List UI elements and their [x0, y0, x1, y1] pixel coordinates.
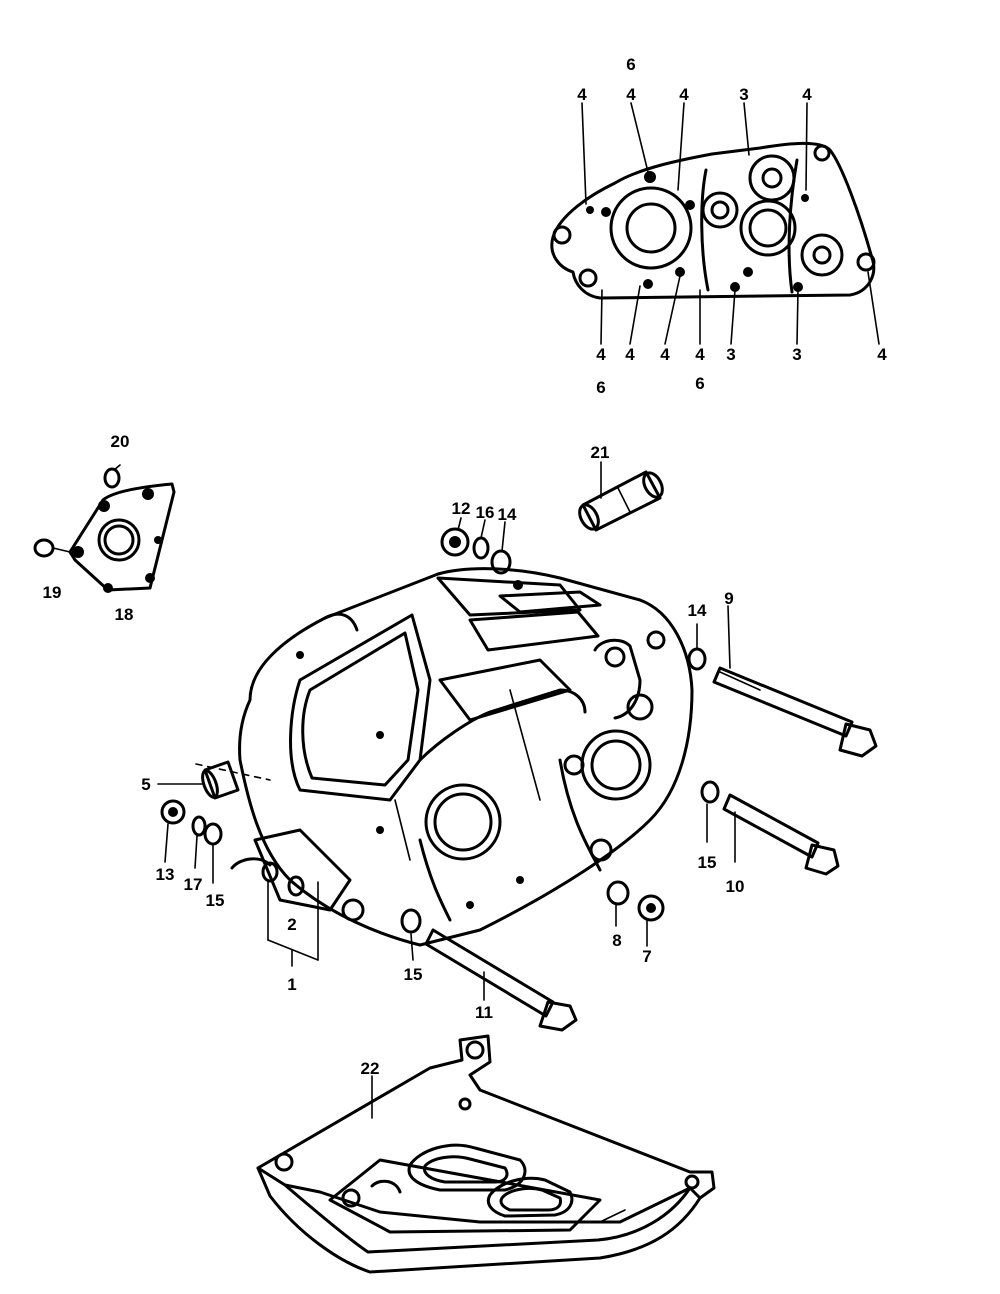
label-part-13: 13: [156, 865, 175, 884]
label-part-7: 7: [642, 947, 651, 966]
label-upper-bottom-4b: 4: [625, 345, 635, 364]
label-part-1: 1: [287, 975, 296, 994]
dowel-pin-part-21: [578, 461, 664, 532]
dowel-set-parts-1-2: [261, 861, 319, 967]
label-part-5: 5: [141, 775, 150, 794]
label-upper-bottom-6b: 6: [695, 374, 704, 393]
label-upper-bottom-4c: 4: [660, 345, 670, 364]
label-part-16: 16: [476, 503, 495, 522]
nut-washer-parts-7-8: [606, 880, 665, 947]
bolt-part-10: [700, 780, 840, 876]
label-part-2: 2: [287, 915, 296, 934]
label-upper-top-6: 6: [626, 55, 635, 74]
label-upper-bottom-3b: 3: [792, 345, 801, 364]
sleeve-part-5: [157, 760, 271, 800]
label-upper-bottom-4a: 4: [596, 345, 606, 364]
label-part-20: 20: [111, 432, 130, 451]
label-upper-bottom-3a: 3: [726, 345, 735, 364]
intake-plate-part-18: [33, 464, 176, 593]
label-upper-bottom-4d: 4: [695, 345, 705, 364]
label-part-15c: 15: [404, 965, 423, 984]
bolt-part-11: [400, 908, 578, 1032]
label-part-19: 19: [43, 583, 62, 602]
label-part-21: 21: [591, 443, 610, 462]
label-part-15b: 15: [698, 853, 717, 872]
label-part-8: 8: [612, 931, 621, 950]
label-part-14b: 14: [688, 601, 707, 620]
label-part-15a: 15: [206, 891, 225, 910]
bolt-part-9: [687, 605, 878, 758]
skid-plate-part-22: [256, 1034, 716, 1274]
label-upper-top-4c: 4: [679, 85, 689, 104]
label-upper-top-4d: 4: [802, 85, 812, 104]
label-part-14a: 14: [498, 505, 517, 524]
label-part-11: 11: [475, 1003, 493, 1022]
label-upper-bottom-4e: 4: [877, 345, 887, 364]
label-upper-top-4a: 4: [577, 85, 587, 104]
nut-washer-set-left: [160, 799, 223, 884]
label-part-10: 10: [726, 877, 745, 896]
label-part-9: 9: [724, 589, 733, 608]
label-part-22: 22: [361, 1059, 380, 1078]
label-upper-top-3: 3: [739, 85, 748, 104]
crankcase-assembly-main: [230, 567, 694, 947]
label-part-12: 12: [452, 499, 471, 518]
label-upper-top-4b: 4: [626, 85, 636, 104]
label-part-17: 17: [184, 875, 203, 894]
label-upper-bottom-6a: 6: [596, 378, 605, 397]
crankcase-half-inset: [550, 102, 880, 345]
label-part-18: 18: [115, 605, 134, 624]
nut-washer-set-top: [440, 517, 512, 575]
